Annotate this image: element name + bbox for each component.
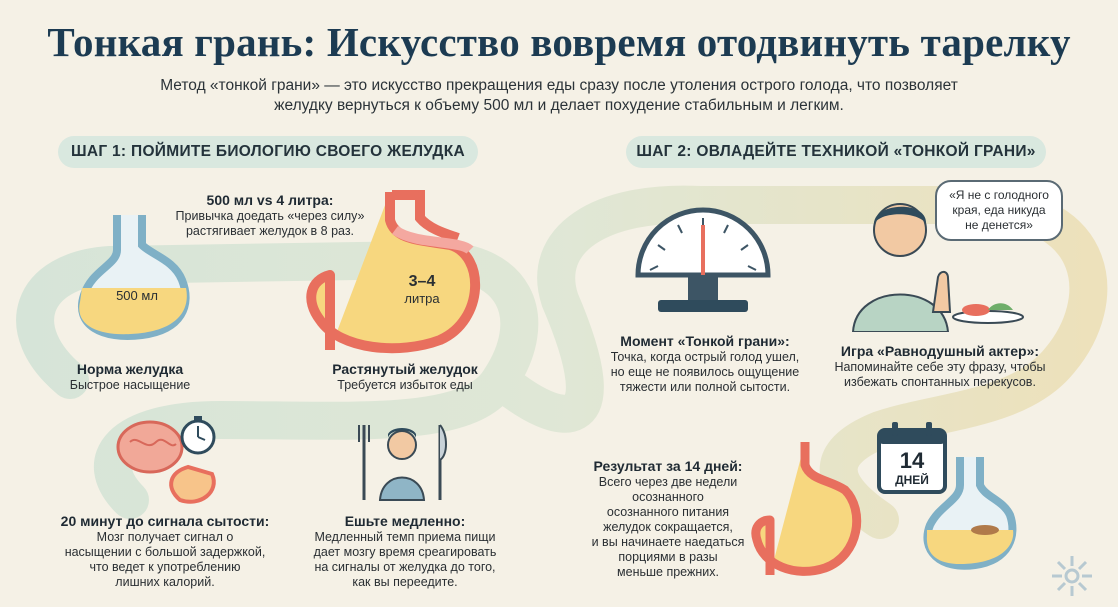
twenty-minutes-line-3: что ведет к употреблению — [89, 560, 241, 574]
normal-stomach-title: Норма желудка — [76, 361, 184, 377]
result-line-2: осознанного — [632, 490, 704, 504]
actor-line-1: Напоминайте себе эту фразу, чтобы — [834, 360, 1046, 374]
eat-slowly-line-1: Медленный темп приема пищи — [314, 530, 496, 544]
eat-slowly-line-3: на сигналы от желудка до того, — [314, 560, 496, 574]
result-text: Результат за 14 дней: Всего через две не… — [578, 458, 758, 580]
small-stomach-icon — [923, 457, 1017, 570]
stretched-volume-2: литра — [404, 291, 440, 306]
twenty-minutes-text: 20 минут до сигнала сытости: Мозг получа… — [50, 513, 280, 590]
subtitle-line-1: Метод «тонкой грани» — это искусство пре… — [160, 77, 958, 94]
page-title: Тонкая грань: Искусство вовремя отодвину… — [47, 19, 1071, 65]
normal-stomach-text: Норма желудка Быстрое насыщение — [40, 361, 220, 393]
stomach-compare-line-2: растягивает желудок в 8 раз. — [185, 224, 355, 238]
speech-line-1: «Я не с голодного — [949, 188, 1049, 202]
eating-person-icon — [358, 424, 447, 501]
subtitle-line-2: желудку вернуться к объему 500 мл и дела… — [274, 97, 844, 114]
result-line-1: Всего через две недели — [598, 475, 738, 489]
twenty-minutes-title: 20 минут до сигнала сытости: — [60, 513, 270, 529]
actor-line-2: избежать спонтанных перекусов. — [844, 375, 1036, 389]
moment-line-1: Точка, когда острый голод ушел, — [610, 350, 800, 364]
stomach-compare-line-1: Привычка доедать «через силу» — [175, 209, 365, 223]
brain-stopwatch-icon — [116, 416, 216, 504]
stretched-stomach-icon: 3–4 литра — [306, 190, 481, 354]
twenty-minutes-line-1: Мозг получает сигнал о — [96, 530, 234, 544]
eat-slowly-title: Ешьте медленно: — [344, 513, 466, 529]
brand-logo-icon — [1052, 556, 1092, 596]
eat-slowly-text: Ешьте медленно: Медленный темп приема пи… — [290, 513, 520, 590]
result-line-3: осознанного питания — [606, 505, 730, 519]
calendar-number: 14 — [900, 448, 925, 473]
large-stomach-icon — [751, 442, 862, 576]
twenty-minutes-line-2: насыщении с большой задержкой, — [64, 545, 266, 559]
stomach-compare-heading: 500 мл vs 4 литра: — [206, 192, 334, 208]
normal-volume-label: 500 мл — [116, 288, 158, 303]
stomach-compare-text: 500 мл vs 4 литра: Привычка доедать «чер… — [165, 192, 375, 239]
normal-stomach-icon: 500 мл — [78, 215, 190, 340]
stretched-volume-1: 3–4 — [409, 273, 436, 290]
result-line-6: порциями в разы — [618, 550, 718, 564]
gauge-scale-icon — [635, 207, 771, 312]
stretched-stomach-text: Растянутый желудок Требуется избыток еды — [310, 361, 500, 393]
step-2-banner: ШАГ 2: ОВЛАДЕЙТЕ ТЕХНИКОЙ «ТОНКОЙ ГРАНИ» — [626, 136, 1046, 168]
twenty-minutes-line-4: лишних калорий. — [115, 575, 215, 589]
calendar-unit: ДНЕЙ — [895, 472, 929, 487]
moment-line-3: тяжести или полной сытости. — [619, 380, 791, 394]
actor-title: Игра «Равнодушный актер»: — [840, 343, 1040, 359]
speech-bubble: «Я не с голодного края, еда никуда не де… — [935, 180, 1063, 241]
eat-slowly-line-4: как вы переедите. — [352, 575, 458, 589]
stretched-stomach-caption: Требуется избыток еды — [337, 378, 473, 392]
moment-line-2: но еще не появилось ощущение — [610, 365, 800, 379]
result-line-4: желудок сокращается, — [603, 520, 733, 534]
stretched-stomach-title: Растянутый желудок — [332, 361, 478, 377]
normal-stomach-caption: Быстрое насыщение — [69, 378, 191, 392]
speech-line-3: не денется» — [965, 218, 1033, 232]
actor-text: Игра «Равнодушный актер»: Напоминайте се… — [820, 343, 1060, 390]
moment-title: Момент «Тонкой грани»: — [620, 333, 790, 349]
page-subtitle: Метод «тонкой грани» — это искусство пре… — [130, 76, 988, 116]
person-refusing-icon — [851, 203, 1024, 332]
result-title: Результат за 14 дней: — [593, 458, 743, 474]
eat-slowly-line-2: дает мозгу время среагировать — [313, 545, 497, 559]
result-line-7: меньше прежних. — [617, 565, 719, 579]
moment-text: Момент «Тонкой грани»: Точка, когда остр… — [590, 333, 820, 395]
step-1-banner: ШАГ 1: ПОЙМИТЕ БИОЛОГИЮ СВОЕГО ЖЕЛУДКА — [58, 136, 478, 168]
result-line-5: и вы начинаете наедаться — [591, 535, 745, 549]
speech-line-2: края, еда никуда — [952, 203, 1046, 217]
calendar-icon: 14 ДНЕЙ — [877, 422, 947, 494]
